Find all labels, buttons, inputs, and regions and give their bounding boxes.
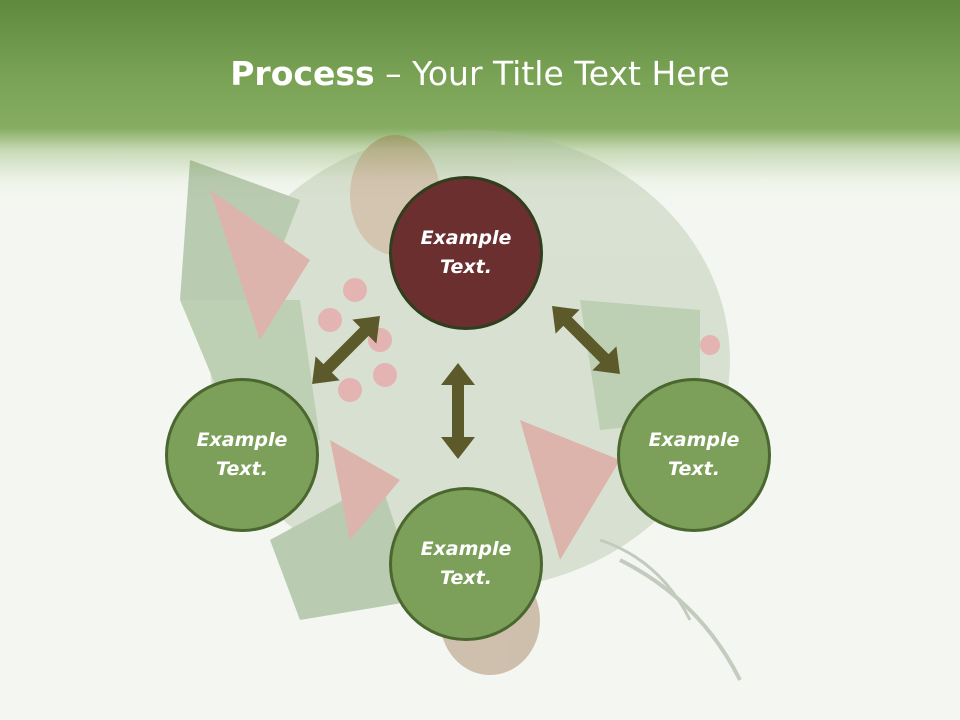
arrow-vertical bbox=[441, 363, 475, 459]
node-top: Example Text. bbox=[389, 176, 543, 330]
node-left-text: Example Text. bbox=[196, 429, 288, 480]
title-rest: – Your Title Text Here bbox=[374, 54, 730, 93]
node-left: Example Text. bbox=[165, 378, 319, 532]
header-band bbox=[0, 0, 960, 200]
node-bottom-text: Example Text. bbox=[420, 538, 512, 589]
node-right-text: Example Text. bbox=[648, 429, 740, 480]
node-right: Example Text. bbox=[617, 378, 771, 532]
arrow-top-left bbox=[312, 316, 380, 384]
slide-title: Process – Your Title Text Here bbox=[0, 50, 960, 98]
node-bottom: Example Text. bbox=[389, 487, 543, 641]
node-top-text: Example Text. bbox=[420, 227, 512, 278]
arrow-top-right bbox=[552, 306, 620, 374]
title-bold: Process bbox=[230, 54, 375, 93]
